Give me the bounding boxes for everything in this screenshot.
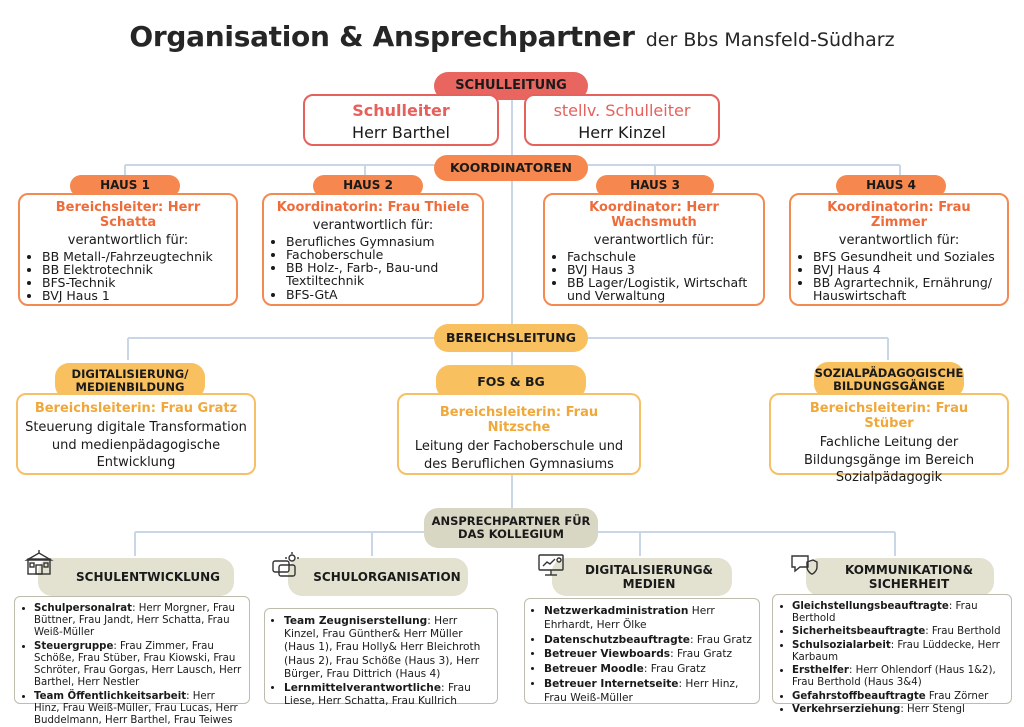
haus-1-box: Bereichsleiter: Herr Schatta verantwortl… [18,193,238,306]
list-item: BVJ Haus 4 [813,263,1001,276]
list-item: Gleichstellungsbeauftragte: Frau Berthol… [792,601,1005,625]
title-sub: der Bbs Mansfeld-Südharz [645,29,895,51]
list-item: BB Elektrotechnik [42,263,230,276]
list-item: Fachschule [567,250,757,263]
list-item: Betreuer Internetseite: Herr Hinz, Frau … [544,678,753,706]
team-schulentwicklung-panel: Schulpersonalrat: Herr Morgner, Frau Büt… [14,596,250,726]
koordinatoren-label: KOORDINATOREN [434,155,588,181]
stellv-role: stellv. Schulleiter [553,101,691,120]
list-item: Schulsozialarbeit: Frau Lüddecke, Herr K… [792,640,1005,664]
bereich-sozial-label: SOZIALPÄDAGOGISCHE BILDUNGSGÄNGE [814,362,964,398]
haus-4-title: Koordinatorin: Frau Zimmer [827,200,971,230]
team-kommunikation-list: Gleichstellungsbeauftragte: Frau Berthol… [779,601,1005,716]
team-digitalisierung-tab: DIGITALISIERUNG& MEDIEN [552,558,732,596]
haus-3-label: HAUS 3 [596,175,714,197]
chat-shield-icon [788,552,818,582]
list-item: BVJ Haus 1 [42,289,230,302]
haus-2-label: HAUS 2 [313,175,423,197]
list-item: BB Holz-, Farb-, Bau-und Textiltechnik [286,261,476,287]
haus-2-list: Berufliches Gymnasium Fachoberschule BB … [270,235,476,301]
list-item: BB Lager/Logistik, Wirtschaft und Verwal… [567,276,757,302]
haus-3-list: Fachschule BVJ Haus 3 BB Lager/Logistik,… [551,250,757,303]
list-item: Datenschutzbeauftragte: Frau Gratz [544,634,753,648]
team-schulorganisation-panel: Team Zeugniserstellung: Herr Kinzel, Fra… [264,608,498,707]
haus-4-label: HAUS 4 [836,175,946,197]
list-item: BB Agrartechnik, Ernährung/ Hauswirtscha… [813,276,1001,302]
list-item: BFS-Technik [42,276,230,289]
schulleiter-name: Herr Barthel [352,123,450,142]
haus-1-title: Bereichsleiter: Herr Schatta [55,200,201,230]
haus-2-title: Koordinatorin: Frau Thiele [276,200,470,215]
bereich-digital-desc: Steuerung digitale Transformation und me… [25,420,247,471]
stellv-schulleiter-box: stellv. Schulleiter Herr Kinzel [524,94,720,146]
list-item: BFS Gesundheit und Soziales [813,250,1001,263]
list-item: Sicherheitsbeauftragte: Frau Berthold [792,626,1005,638]
team-schulorganisation-tab: SCHULORGANISATION [288,558,468,596]
list-item: Berufliches Gymnasium [286,235,476,248]
bereich-sozial-desc: Fachliche Leitung der Bildungsgänge im B… [803,435,975,486]
team-kommunikation-panel: Gleichstellungsbeauftragte: Frau Berthol… [772,594,1012,715]
bereich-fos-desc: Leitung der Fachoberschule und des Beruf… [414,439,624,472]
haus-3-title: Koordinator: Herr Wachsmuth [589,200,719,230]
list-item: Betreuer Viewboards: Frau Gratz [544,648,753,662]
haus-4-box: Koordinatorin: Frau Zimmer verantwortlic… [789,193,1009,306]
team-kommunikation-tab: KOMMUNIKATION& SICHERHEIT [806,558,994,596]
haus-2-box: Koordinatorin: Frau Thiele verantwortlic… [262,193,484,306]
page-title: Organisation & Ansprechpartner der Bbs M… [0,20,1024,53]
haus-3-box: Koordinator: Herr Wachsmuth verantwortli… [543,193,765,306]
bereich-fos-box: Bereichsleiterin: Frau Nitzsche Leitung … [397,393,641,475]
bereich-digital-box: Bereichsleiterin: Frau Gratz Steuerung d… [16,393,256,475]
bereich-digital-title: Bereichsleiterin: Frau Gratz [34,401,238,416]
team-digitalisierung-panel: Netzwerkadministration Herr Ehrhardt, He… [524,598,760,704]
school-building-icon [24,550,54,580]
list-item: Ersthelfer: Herr Ohlendorf (Haus 1&2), F… [792,665,1005,689]
list-item: Gefahrstoffbeauftragte Frau Zörner [792,691,1005,703]
title-main: Organisation & Ansprechpartner [129,20,635,53]
haus-1-label: HAUS 1 [70,175,180,197]
list-item: Schulpersonalrat: Herr Morgner, Frau Büt… [34,603,243,640]
bereich-sozial-title: Bereichsleiterin: Frau Stüber [809,401,969,431]
list-item: Verkehrserziehung: Herr Stengl [792,704,1005,716]
haus-2-sub: verantwortlich für: [312,218,434,233]
bereichsleitung-label: BEREICHSLEITUNG [434,324,588,352]
haus-1-sub: verantwortlich für: [67,233,189,248]
haus-4-sub: verantwortlich für: [838,233,960,248]
haus-4-list: BFS Gesundheit und Soziales BVJ Haus 4 B… [797,250,1001,303]
haus-3-sub: verantwortlich für: [593,233,715,248]
team-digitalisierung-list: Netzwerkadministration Herr Ehrhardt, He… [531,605,753,705]
bereich-sozial-box: Bereichsleiterin: Frau Stüber Fachliche … [769,393,1009,485]
list-item: Betreuer Moodle: Frau Gratz [544,663,753,677]
team-schulorganisation-list: Team Zeugniserstellung: Herr Kinzel, Fra… [271,615,491,709]
schulleiter-role: Schulleiter [352,101,450,120]
schulleiter-box: Schulleiter Herr Barthel [303,94,499,146]
list-item: BFS-GtA [286,287,476,300]
list-item: Netzwerkadministration Herr Ehrhardt, He… [544,605,753,633]
list-item: Steuergruppe: Frau Zimmer, Frau Schöße, … [34,641,243,690]
ansprechpartner-label: ANSPRECHPARTNER FÜR DAS KOLLEGIUM [424,508,598,548]
haus-1-list: BB Metall-/Fahrzeugtechnik BB Elektrotec… [26,250,230,303]
team-schulentwicklung-tab: SCHULENTWICKLUNG [38,558,234,596]
list-item: Lernmittelverantwortliche: Frau Liese, H… [284,682,491,708]
list-item: BB Metall-/Fahrzeugtechnik [42,250,230,263]
digital-monitor-icon [536,552,566,582]
team-schulentwicklung-list: Schulpersonalrat: Herr Morgner, Frau Büt… [21,603,243,727]
list-item: Fachoberschule [286,248,476,261]
list-item: BVJ Haus 3 [567,263,757,276]
organisation-cards-icon [270,552,300,582]
stellv-name: Herr Kinzel [578,123,666,142]
list-item: Team Öffentlichkeitsarbeit: Herr Hinz, F… [34,691,243,727]
list-item: Team Zeugniserstellung: Herr Kinzel, Fra… [284,615,491,681]
bereich-fos-title: Bereichsleiterin: Frau Nitzsche [439,405,599,435]
